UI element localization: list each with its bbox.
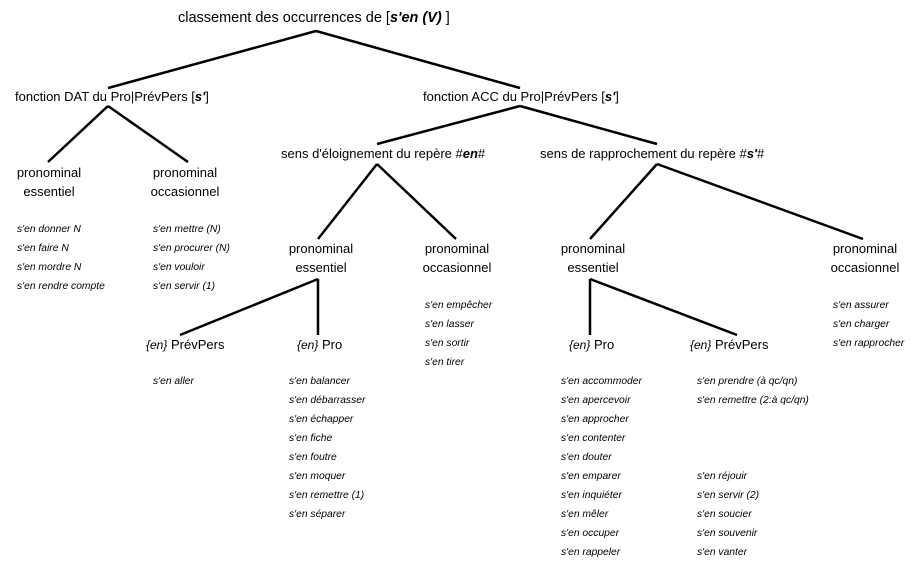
edge-eloign-ess [317, 163, 378, 240]
verb-item: s'en séparer [289, 509, 346, 520]
node-sens-rapprochement: sens de rapprochement du repère #s'# [540, 146, 765, 161]
node-eloign-pro: {en} Pro [297, 337, 343, 352]
edge-acc-eloign [376, 104, 521, 146]
verb-item: s'en tirer [425, 357, 465, 368]
verb-item: s'en rappeler [561, 547, 621, 558]
edge-dat-ess [47, 105, 109, 163]
verb-item: s'en mêler [561, 509, 609, 520]
verb-item: s'en foutre [289, 452, 337, 463]
verb-item: s'en faire N [17, 243, 69, 254]
verb-item: s'en vouloir [153, 262, 205, 273]
node-sens-eloignement: sens d'éloignement du repère #en# [281, 146, 486, 161]
verb-item: s'en empêcher [425, 300, 493, 311]
node-eloign-prevpers: {en} PrévPers [146, 337, 225, 352]
verb-item: s'en donner N [17, 224, 81, 235]
verb-list-eloign-pro: s'en balancer s'en débarrasser s'en écha… [289, 372, 365, 524]
verb-item: s'en emparer [561, 471, 621, 482]
verb-item: s'en soucier [697, 509, 752, 520]
verb-item: s'en procurer (N) [153, 243, 230, 254]
verb-list-eloign-occasionnel: s'en empêcher s'en lasser s'en sortir s'… [425, 296, 492, 372]
verb-item: s'en prendre (à qc/qn) [697, 376, 798, 387]
verb-item: s'en sortir [425, 338, 470, 349]
node-fonction-acc: fonction ACC du Pro|PrévPers [s'] [423, 89, 619, 104]
edge-eloess-prev [179, 277, 319, 337]
node-rappro-prevpers: {en} PrévPers [690, 337, 769, 352]
verb-item: s'en apercevoir [561, 395, 631, 406]
verb-list-rappro-occasionnel: s'en assurer s'en charger s'en rapproche… [833, 296, 904, 353]
verb-list-rappro-pro: s'en accommoder s'en apercevoir s'en app… [561, 372, 642, 562]
verb-item: s'en échapper [289, 414, 354, 425]
verb-item: s'en charger [833, 319, 890, 330]
verb-item: s'en inquiéter [561, 490, 622, 501]
diagram-title: classement des occurrences de [s'en (V) … [178, 10, 450, 26]
verb-item: s'en moquer [289, 471, 346, 482]
verb-item: s'en servir (2) [697, 490, 760, 501]
verb-item: s'en balancer [289, 376, 350, 387]
verb-item: s'en remettre (2:à qc/qn) [697, 395, 809, 406]
verb-item: s'en mordre N [17, 262, 82, 273]
verb-list-dat-essentiel: s'en donner N s'en faire N s'en mordre N… [17, 220, 105, 296]
verb-list-eloign-prevpers: s'en aller [153, 372, 194, 391]
verb-item: s'en assurer [833, 300, 889, 311]
verb-item: s'en vanter [697, 547, 748, 558]
verb-list-rappro-prevpers-a: s'en prendre (à qc/qn) s'en remettre (2:… [697, 372, 809, 410]
verb-item: s'en approcher [561, 414, 629, 425]
verb-item: s'en aller [153, 376, 194, 387]
verb-item: s'en fiche [289, 433, 333, 444]
verb-item: s'en souvenir [697, 528, 758, 539]
edge-eloign-occ [376, 163, 457, 240]
verb-item: s'en accommoder [561, 376, 642, 387]
verb-list-rappro-prevpers-b: s'en réjouir s'en servir (2) s'en soucie… [697, 467, 759, 562]
edge-root-dat [107, 29, 317, 90]
verb-item: s'en lasser [425, 319, 474, 330]
node-rappro-pro: {en} Pro [569, 337, 615, 352]
verb-item: s'en occuper [561, 528, 620, 539]
verb-list-dat-occasionnel: s'en mettre (N) s'en procurer (N) s'en v… [153, 220, 230, 296]
edge-acc-rappro [519, 104, 658, 146]
edge-rappro-ess [589, 163, 658, 240]
verb-item: s'en mettre (N) [153, 224, 221, 235]
verb-item: s'en débarrasser [289, 395, 366, 406]
verb-item: s'en remettre (1) [289, 490, 365, 501]
verb-item: s'en réjouir [697, 471, 748, 482]
edge-rappro-occ [656, 162, 864, 241]
edge-root-acc [315, 29, 521, 90]
node-fonction-dat: fonction DAT du Pro|PrévPers [s'] [15, 89, 209, 104]
verb-item: s'en rapprocher [833, 338, 905, 349]
edge-dat-occ [107, 104, 189, 164]
verb-item: s'en contenter [561, 433, 626, 444]
verb-item: s'en douter [561, 452, 612, 463]
verb-item: s'en rendre compte [17, 281, 105, 292]
edge-rapess-prev [589, 277, 738, 337]
verb-item: s'en servir (1) [153, 281, 216, 292]
